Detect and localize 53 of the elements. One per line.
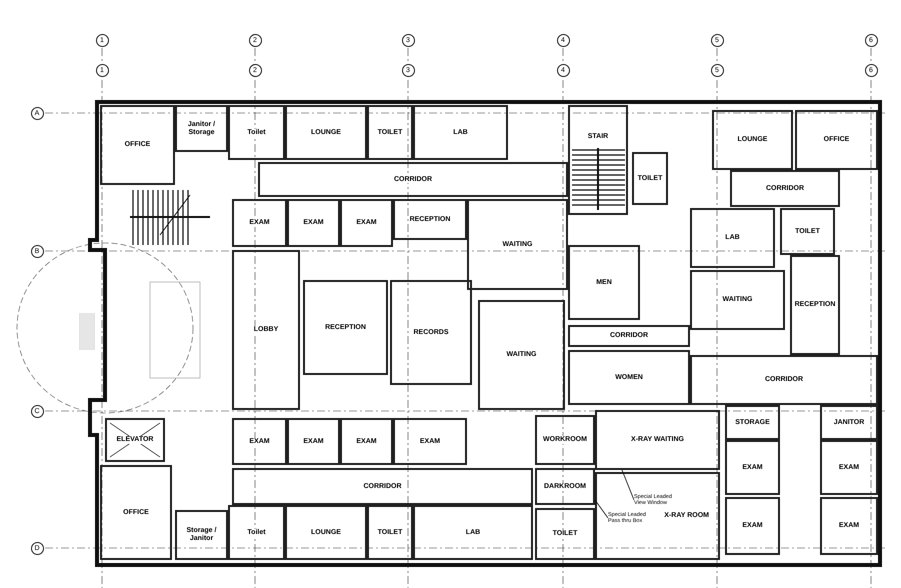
room [478,300,565,410]
room [100,465,172,560]
room [690,270,785,330]
room [232,199,287,247]
room [568,350,690,405]
room [287,199,340,247]
room [690,355,878,405]
room [100,105,175,185]
leader-line [622,470,634,500]
room [367,505,413,560]
room [228,505,285,560]
room [780,208,835,255]
room [535,415,595,465]
room [690,208,775,268]
leader-line [594,500,608,518]
room [725,440,780,495]
room [725,497,780,555]
room [790,255,840,355]
room [568,245,640,320]
room [467,199,568,290]
room [367,105,413,160]
room [232,418,287,465]
room [568,105,628,215]
room [413,105,508,160]
room [303,280,388,375]
room [795,110,878,170]
room [232,250,300,410]
room [393,418,467,465]
room [595,410,720,470]
room [390,280,472,385]
room [340,199,393,247]
room [595,472,720,560]
room [568,325,690,347]
room [725,405,780,440]
room [228,105,285,160]
room [175,105,228,152]
room [285,505,367,560]
room [258,162,568,197]
room [393,199,467,240]
room [820,497,878,555]
room [820,440,878,495]
room [535,468,595,505]
room [632,152,668,205]
room [175,510,228,560]
room [712,110,793,170]
room [413,505,533,560]
room [232,468,533,505]
room [287,418,340,465]
room [340,418,393,465]
room [535,508,595,560]
room [820,405,878,440]
room [285,105,367,160]
room [730,170,840,207]
